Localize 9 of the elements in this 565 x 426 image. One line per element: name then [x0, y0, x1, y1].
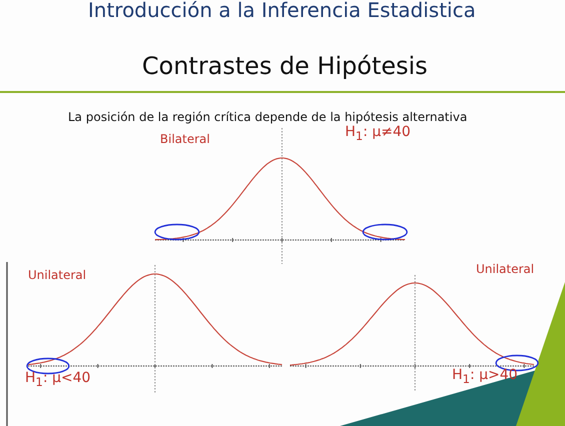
hypothesis-label: H$_{1}$: μ>40 [452, 367, 518, 386]
case-label: Bilateral [160, 132, 210, 146]
hypothesis-label: H$_{1}$: μ≠40 [345, 124, 411, 143]
slide-title: Contrastes de Hipótesis [142, 52, 428, 80]
case-label: Unilateral [28, 268, 86, 282]
slide-header: Introducción a la Inferencia Estadistica [88, 0, 476, 22]
description-text: La posición de la región crítica depende de la hipótesis alternativa [68, 110, 468, 124]
hypothesis-label: H$_{1}$: μ<40 [25, 370, 91, 389]
case-label: Unilateral [476, 262, 534, 276]
